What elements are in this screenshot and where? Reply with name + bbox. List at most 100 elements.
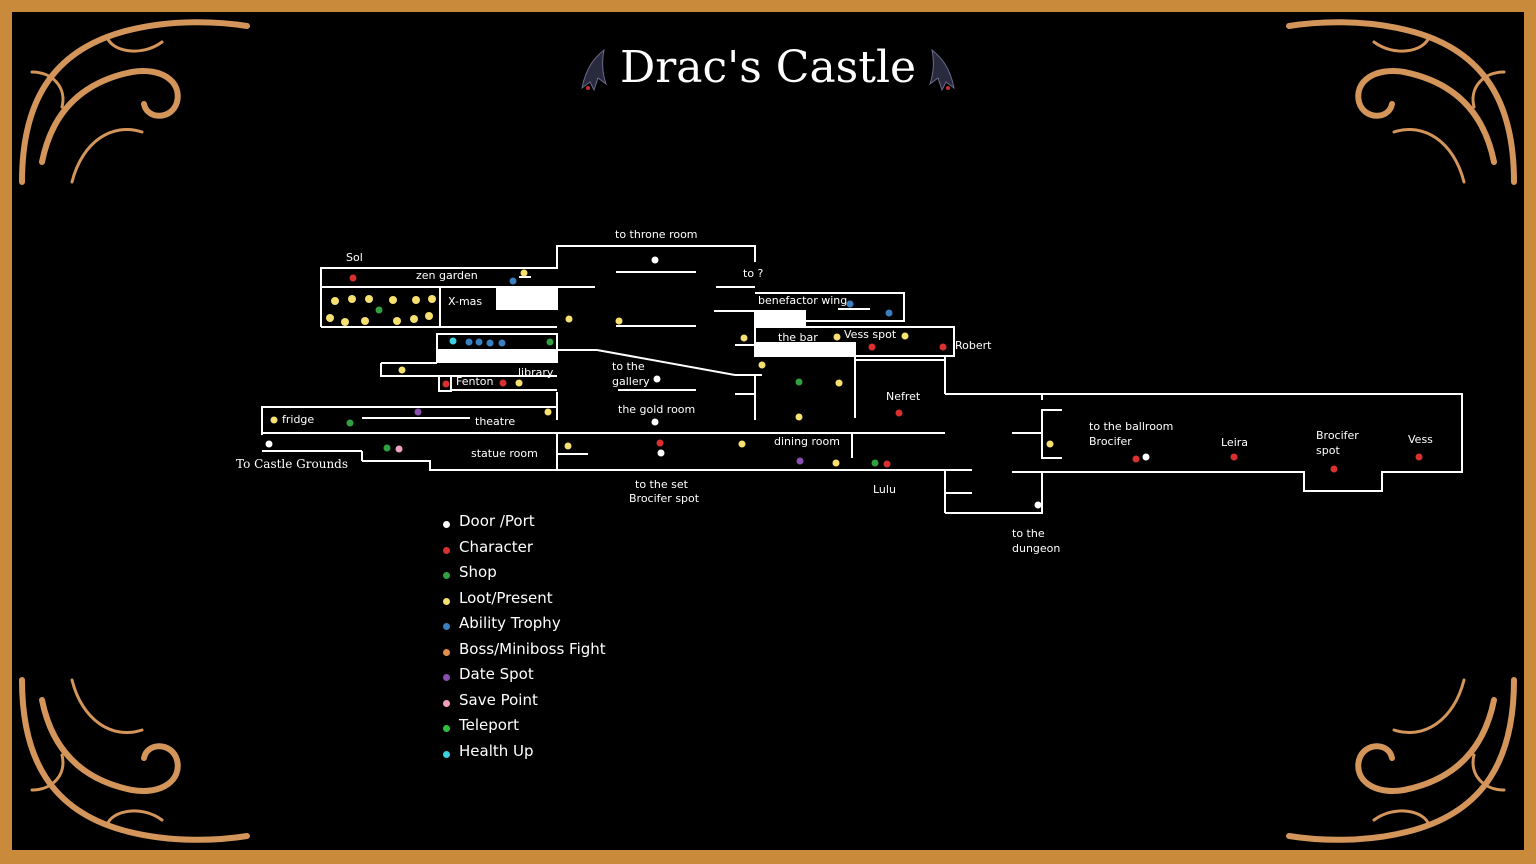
ability-marker (486, 339, 494, 347)
legend-label: Loot/Present (459, 588, 553, 607)
character-marker (868, 343, 876, 351)
label-to-throne-room: to throne room (615, 228, 698, 241)
loot-marker (832, 459, 840, 467)
map-frame: Drac's Castle (12, 12, 1524, 850)
loot-marker (348, 295, 356, 303)
label-leira: Leira (1221, 436, 1248, 449)
label-zen-garden: zen garden (416, 269, 478, 282)
label-brocifer-spot: Brocifer (1316, 429, 1359, 442)
label-to-the-dungeon: to the (1012, 527, 1045, 540)
label-dining-room: dining room (774, 435, 840, 448)
label-to-q: to ? (743, 267, 764, 280)
label-gallery: gallery (612, 375, 650, 388)
character-marker (656, 439, 664, 447)
shop-marker (346, 419, 354, 427)
legend-dot (443, 674, 450, 681)
door-marker (1034, 501, 1042, 509)
legend-dot (443, 725, 450, 732)
save-marker (395, 445, 403, 453)
loot-marker (564, 442, 572, 450)
door-marker (265, 440, 273, 448)
shop-marker (383, 444, 391, 452)
character-marker (895, 409, 903, 417)
label-nefret: Nefret (886, 390, 921, 403)
character-marker (442, 380, 450, 388)
legend-label: Ability Trophy (459, 614, 561, 632)
legend-dot (443, 750, 450, 758)
legend-dot (443, 546, 450, 554)
label-theatre: theatre (475, 415, 515, 428)
loot-marker (520, 269, 528, 277)
legend-label: Save Point (459, 690, 538, 709)
legend-label: Shop (459, 563, 497, 581)
legend-dot (443, 597, 450, 605)
shop-marker (795, 378, 803, 386)
label-x-mas: X-mas (448, 295, 482, 308)
date-marker (414, 408, 422, 416)
label-benefactor-wing: benefactor wing (758, 294, 847, 307)
legend-label: Health Up (459, 741, 534, 760)
loot-marker (901, 332, 909, 340)
label-fenton: Fenton (456, 375, 494, 388)
label-sol: Sol (346, 251, 363, 264)
label-ballroom-brocifer: Brocifer (1089, 435, 1132, 448)
loot-marker (544, 408, 552, 416)
loot-marker (412, 296, 420, 304)
loot-marker (738, 440, 746, 448)
label-vess: Vess (1408, 433, 1433, 446)
door-marker (653, 375, 661, 383)
loot-marker (270, 416, 278, 424)
date-marker (796, 457, 804, 465)
legend-dot (443, 623, 450, 630)
character-marker (349, 274, 357, 282)
shop-marker (546, 338, 554, 346)
label-to-the-gallery: to the (612, 360, 645, 373)
bat-wing-icon (581, 48, 607, 91)
label-vess-spot: Vess spot (844, 328, 897, 341)
loot-marker (398, 366, 406, 374)
ability-marker (509, 277, 517, 285)
character-marker (939, 343, 947, 351)
loot-marker (389, 296, 397, 304)
legend-label: Door /Port (459, 512, 535, 530)
loot-marker (835, 379, 843, 387)
loot-marker (326, 314, 334, 322)
legend-label: Date Spot (459, 665, 534, 683)
legend-label: Character (459, 537, 534, 556)
bat-wing-icon (929, 48, 955, 91)
character-marker (883, 460, 891, 468)
label-the-bar: the bar (778, 331, 818, 344)
character-marker (1330, 465, 1338, 473)
page-title: Drac's Castle (619, 42, 917, 93)
loot-marker (740, 334, 748, 342)
ability-marker (885, 309, 893, 317)
loot-marker (425, 312, 433, 320)
door-marker (657, 449, 665, 457)
character-marker (1415, 453, 1423, 461)
character-marker (1230, 453, 1238, 461)
label-to-the-ballroom: to the ballroom (1089, 420, 1173, 433)
ornament-bottom-right (1286, 677, 1517, 843)
loot-marker (615, 317, 623, 325)
label-fridge: fridge (282, 413, 314, 426)
label-library: library (518, 366, 554, 379)
map-walls (261, 245, 1463, 514)
loot-marker (361, 317, 369, 325)
ornament-top-right (1286, 19, 1517, 185)
legend-dot (443, 699, 450, 707)
loot-marker (410, 315, 418, 323)
loot-marker (365, 295, 373, 303)
legend-dot (443, 572, 450, 579)
ornament-bottom-left (19, 677, 250, 843)
legend-label: Teleport (459, 716, 519, 734)
label-dungeon: dungeon (1012, 542, 1060, 555)
health-marker (449, 337, 457, 345)
ability-marker (498, 339, 506, 347)
map-labels: to throne room Sol zen garden X-mas to ?… (236, 228, 1433, 555)
loot-marker (795, 413, 803, 421)
label-set-brocifer-spot: Brocifer spot (629, 492, 700, 505)
character-marker (499, 379, 507, 387)
map-title-row: Drac's Castle (12, 42, 1524, 94)
label-lulu: Lulu (873, 483, 896, 496)
